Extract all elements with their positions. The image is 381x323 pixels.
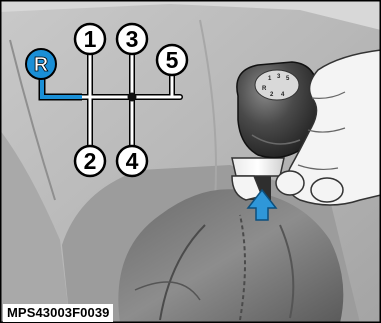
gear-label-4: 4 <box>126 148 139 174</box>
gear-label-r: R <box>34 54 49 76</box>
svg-text:R: R <box>262 86 267 92</box>
hand-finger-tip <box>276 171 304 195</box>
figure-caption: MPS43003F0039 <box>3 304 113 322</box>
hand-finger-tip-2 <box>311 178 343 202</box>
gear-label-2: 2 <box>84 148 97 174</box>
neutral-position-dot <box>128 93 137 102</box>
gear-label-1: 1 <box>84 26 97 52</box>
gear-label-3: 3 <box>126 26 139 52</box>
reverse-lift-collar <box>232 158 284 176</box>
gear-label-5: 5 <box>166 47 179 73</box>
